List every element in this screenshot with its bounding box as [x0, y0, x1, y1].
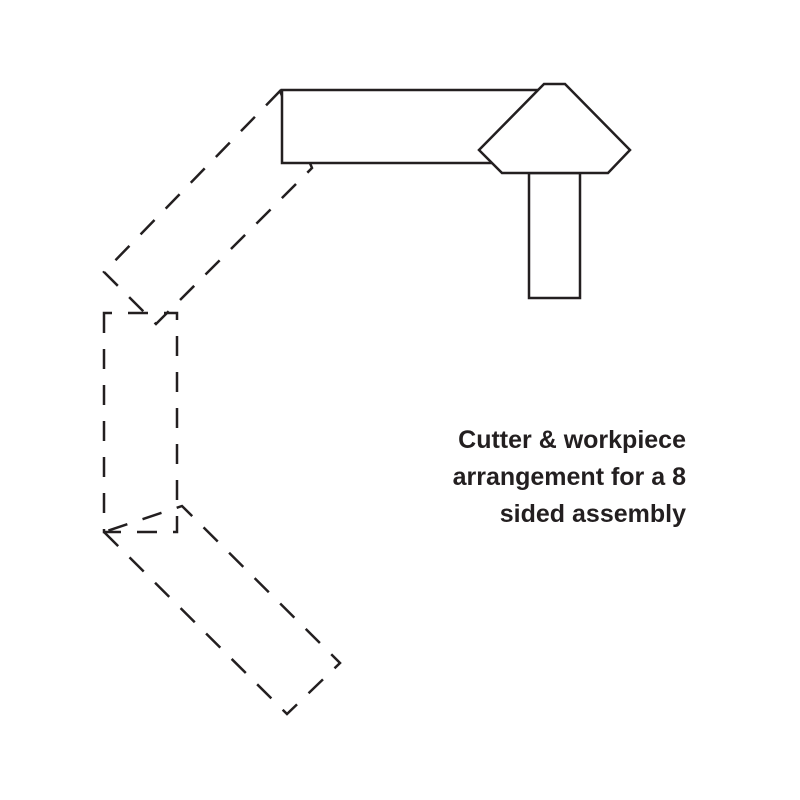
phantom-workpiece-middle: [102, 311, 179, 534]
caption-line-1: Cutter & workpiece: [458, 426, 686, 454]
caption: Cutter & workpiece arrangement for a 8 s…: [453, 426, 687, 528]
cutter-head: [477, 82, 632, 175]
phantom-workpiece-upper: [102, 88, 314, 326]
phantom-workpiece-lower: [101, 504, 342, 716]
cutter-shaft: [527, 171, 582, 300]
caption-line-2: arrangement for a 8: [453, 463, 687, 491]
caption-line-3: sided assembly: [500, 500, 686, 528]
